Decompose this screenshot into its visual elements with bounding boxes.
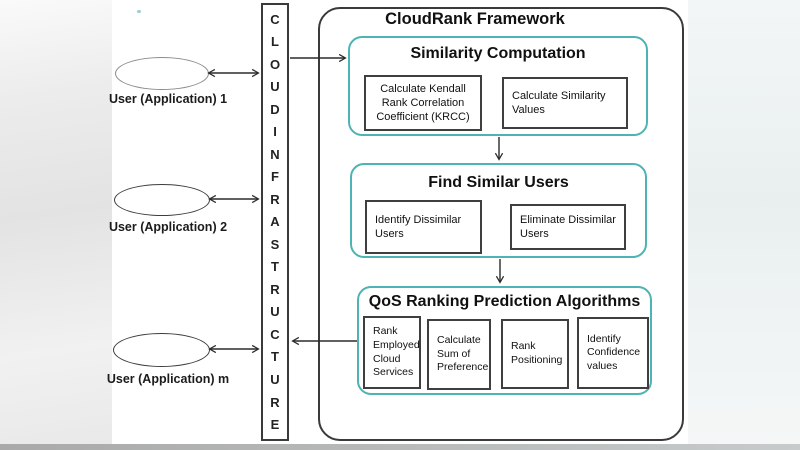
infra-letter: L	[271, 34, 279, 50]
module-title: Similarity Computation	[410, 45, 586, 62]
process-box-rank-positioning: Rank Positioning	[501, 319, 569, 389]
infra-letter: R	[270, 394, 280, 410]
module-qos-ranking-prediction: QoS Ranking Prediction Algorithms Rank E…	[357, 286, 652, 395]
user-2-ellipse	[114, 184, 210, 216]
framework-title: CloudRank Framework	[385, 10, 565, 28]
infra-letter: O	[269, 56, 281, 72]
process-box-identify-confidence: Identify Confidence values	[577, 317, 649, 389]
process-box-identify-dissimilar: Identify Dissimilar Users	[365, 200, 482, 254]
right-margin-background	[688, 0, 800, 444]
infra-letter: T	[271, 349, 279, 365]
infra-letter: D	[270, 101, 280, 117]
process-box-eliminate-dissimilar: Eliminate Dissimilar Users	[510, 204, 626, 250]
infra-letter: F	[271, 169, 279, 185]
user-m-label: User (Application) m	[106, 372, 230, 386]
module-title: Find Similar Users	[428, 174, 569, 191]
infra-letter: C	[270, 326, 280, 342]
infra-letter: E	[270, 417, 280, 433]
infra-letter: U	[270, 372, 280, 387]
process-box-similarity-values: Calculate Similarity Values	[502, 77, 628, 129]
user-m-ellipse	[113, 333, 210, 367]
process-box-rank-employed: Rank Employed Cloud Services	[363, 316, 421, 389]
user-1-label: User (Application) 1	[108, 92, 228, 106]
process-box-sum-preference: Calculate Sum of Preference	[427, 319, 491, 390]
left-margin-background	[0, 0, 112, 444]
process-box-krcc: Calculate Kendall Rank Correlation Coeff…	[364, 75, 482, 131]
bottom-margin-background	[0, 444, 800, 450]
infra-letter: U	[270, 79, 280, 95]
stray-dot-artifact	[137, 10, 141, 13]
user-1-ellipse	[115, 57, 209, 90]
module-title: QoS Ranking Prediction Algorithms	[368, 293, 641, 310]
infra-letter: S	[270, 236, 280, 252]
infra-letter: N	[270, 146, 280, 162]
cloud-infrastructure-bar: C L O U D I N F R A S T R U C T U R E	[261, 3, 289, 441]
infra-letter: T	[271, 259, 279, 275]
infra-letter: R	[270, 281, 280, 297]
module-find-similar-users: Find Similar Users Identify Dissimilar U…	[350, 163, 647, 258]
infra-letter: R	[270, 191, 280, 207]
user-2-label: User (Application) 2	[108, 220, 228, 234]
infra-letter: C	[270, 11, 280, 27]
module-similarity-computation: Similarity Computation Calculate Kendall…	[348, 36, 648, 136]
infra-letter: U	[270, 304, 280, 320]
infra-letter: I	[273, 124, 277, 140]
infra-letter: A	[270, 214, 280, 230]
